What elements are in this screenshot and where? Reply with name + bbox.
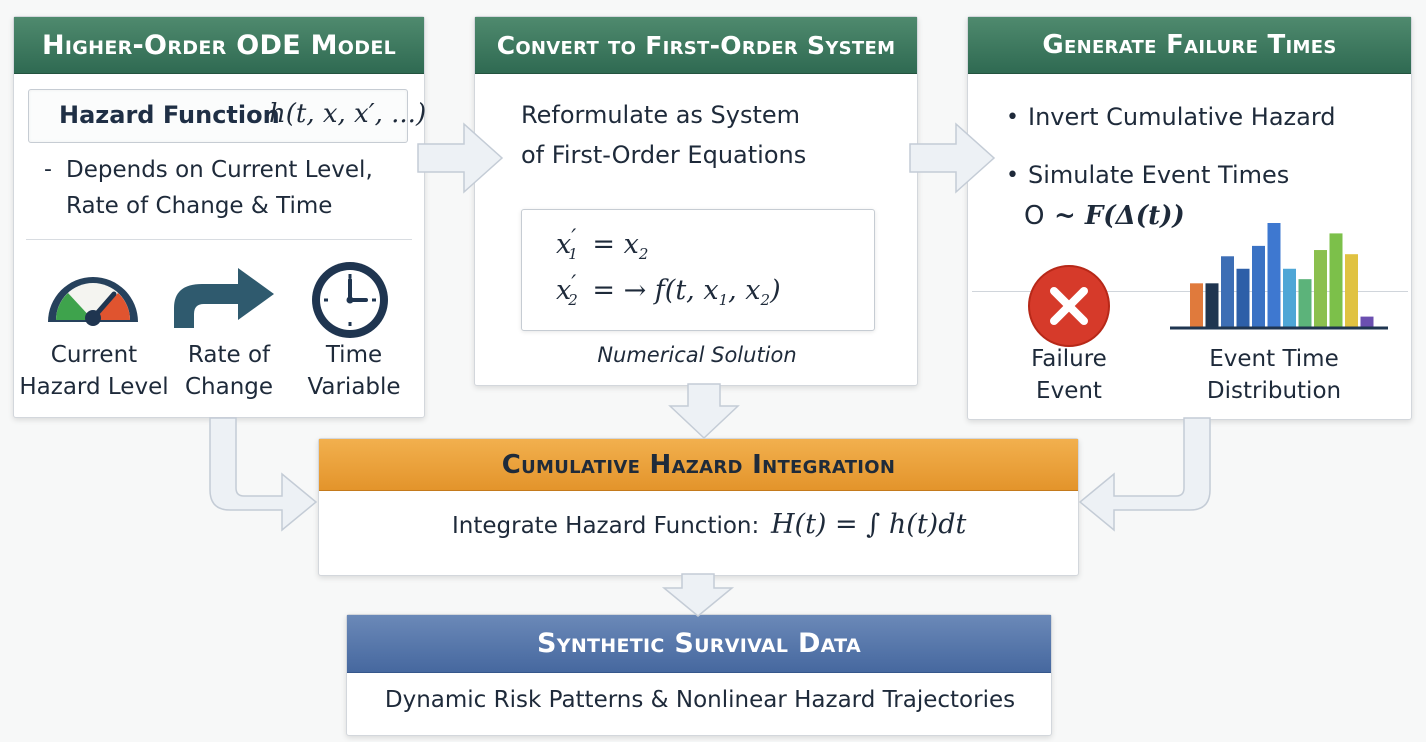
clock-icon (312, 262, 388, 338)
histogram-bar (1283, 268, 1296, 327)
formula-prefix: O (1024, 201, 1045, 231)
bullet-mark-2: • (1006, 163, 1019, 188)
failure-x-icon (1028, 265, 1110, 347)
rate-of-change-label: Rate of Change (184, 342, 274, 400)
event-time-distribution-label: Event Time Distribution (1206, 346, 1342, 404)
arrow-panel1-to-panel4 (209, 417, 318, 532)
histogram-bar (1298, 279, 1312, 327)
histogram-bar (1345, 254, 1358, 327)
gauge-icon (48, 277, 138, 326)
equation-1: x′1 = x2 (556, 226, 649, 263)
histogram-icon (1170, 223, 1388, 330)
histogram-bar (1267, 223, 1281, 327)
hazard-function-label: Hazard Function (59, 101, 280, 129)
histogram-bar (1252, 245, 1265, 327)
failure-times-title: Generate Failure Times (968, 17, 1411, 74)
bullet-mark: - (44, 157, 52, 182)
failure-times-panel: Generate Failure Times • Invert Cumulati… (967, 16, 1412, 420)
histogram-bar (1221, 256, 1234, 327)
divider (26, 239, 412, 240)
current-hazard-level-label: Current Hazard Level (19, 342, 169, 400)
equation-2: x′2 = → f(t, x1, x2) (556, 272, 781, 309)
numerical-solution-caption: Numerical Solution (597, 343, 797, 367)
histogram-bar (1314, 250, 1327, 327)
curved-arrow-icon (174, 268, 274, 328)
histogram-bar (1360, 316, 1374, 327)
synthetic-data-title: Synthetic Survival Data (347, 615, 1051, 673)
reformulate-line1: Reformulate as System (521, 101, 801, 129)
depends-text-line1: Depends on Current Level, (66, 157, 373, 183)
arrow-panel2-to-panel3 (909, 122, 996, 194)
histogram-bar (1236, 268, 1250, 327)
invert-hazard-text: Invert Cumulative Hazard (1028, 103, 1336, 131)
integral-formula: H(t) = ∫ h(t)dt (771, 509, 967, 540)
simulate-times-text: Simulate Event Times (1028, 161, 1290, 189)
arrow-panel1-to-panel2 (417, 122, 504, 194)
hazard-function-formula: h(t, x, x′, ...) (269, 99, 427, 129)
time-variable-label: Time Variable (307, 342, 401, 400)
histogram-bar (1329, 233, 1343, 327)
dynamic-risk-text: Dynamic Risk Patterns & Nonlinear Hazard… (384, 687, 1016, 713)
equation-box: x′1 = x2 x′2 = → f(t, x1, x2) (521, 209, 875, 331)
failure-event-label: Failure Event (1031, 346, 1107, 404)
first-order-panel: Convert to First-Order System Reformulat… (474, 16, 918, 386)
ode-model-title: Higher-Order ODE Model (14, 17, 424, 74)
arrow-panel4-down (661, 573, 735, 617)
arrow-panel2-down (668, 383, 740, 440)
arrow-panel3-to-panel4 (1078, 417, 1211, 532)
histogram-bar (1205, 283, 1219, 327)
first-order-title: Convert to First-Order System (475, 17, 917, 74)
cumulative-hazard-title: Cumulative Hazard Integration (319, 439, 1078, 491)
reformulate-line2: of First-Order Equations (521, 141, 807, 169)
synthetic-data-panel: Synthetic Survival Data Dynamic Risk Pat… (346, 614, 1052, 736)
ode-model-panel: Higher-Order ODE Model Hazard Function h… (13, 16, 426, 418)
integrate-text: Integrate Hazard Function: (452, 513, 760, 539)
histogram-bar (1190, 283, 1203, 327)
bullet-mark-1: • (1006, 105, 1019, 130)
failure-distribution-formula: ~ F(Δ(t)) (1054, 201, 1185, 231)
hazard-function-box: Hazard Function h(t, x, x′, ...) (28, 89, 426, 143)
cumulative-hazard-panel: Cumulative Hazard Integration Integrate … (318, 438, 1079, 576)
depends-text-line2: Rate of Change & Time (66, 193, 333, 219)
